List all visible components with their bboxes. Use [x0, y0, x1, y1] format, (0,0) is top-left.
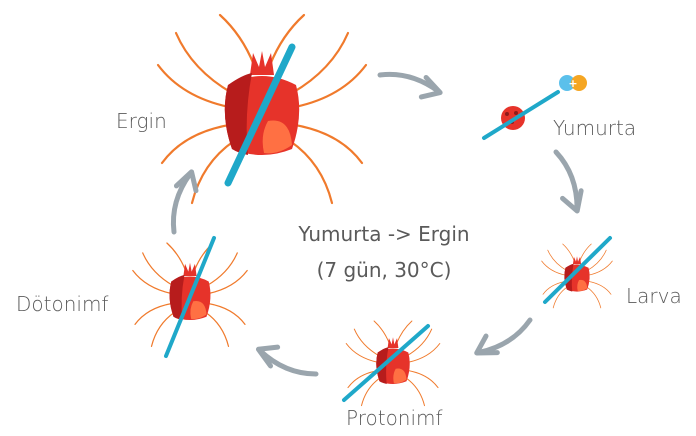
label-protonimf: Protonimf — [346, 406, 443, 430]
arrow-yumurta-to-larva — [542, 150, 589, 214]
center-title: Yumurta -> Ergin — [36, 222, 696, 246]
arrow-larva-to-protonimf — [472, 308, 532, 363]
yumurta-strike-line — [484, 92, 558, 138]
arrow-ergin-to-yumurta — [378, 71, 442, 99]
svg-text:+: + — [568, 77, 577, 90]
label-yumurta: Yumurta — [553, 116, 636, 140]
center-subtitle: (7 gün, 30°C) — [36, 258, 696, 282]
protonimf-mite-icon — [346, 321, 440, 406]
label-dotonimf: Dötonimf — [16, 292, 108, 316]
label-larva: Larva — [626, 284, 682, 308]
arrow-protonimf-to-dotonimf — [255, 342, 320, 377]
label-ergin: Ergin — [116, 109, 167, 133]
